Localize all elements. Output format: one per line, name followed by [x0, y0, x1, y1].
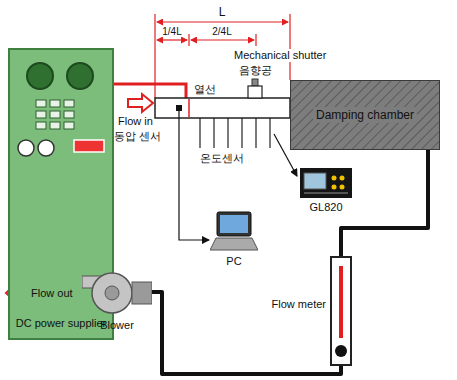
- damping-chamber-box: Damping chamber: [290, 80, 440, 150]
- blower-icon: [82, 268, 152, 316]
- annotation-label: L: [219, 5, 226, 19]
- annotation-label: Flow out: [31, 287, 73, 300]
- pipe-connector: [341, 150, 428, 256]
- node-label: GL820: [309, 201, 342, 214]
- node-label: PC: [226, 255, 241, 268]
- logger-face: [300, 168, 352, 198]
- annotation-label: 열선: [194, 83, 216, 96]
- data-logger: GL820: [300, 168, 352, 198]
- flow-meter: Flow meter: [330, 256, 352, 366]
- laptop-icon: [210, 210, 258, 252]
- annotation-label: 1/4L: [162, 26, 181, 38]
- node-label: Damping chamber: [313, 107, 417, 123]
- annotation-label: 2/4L: [212, 26, 231, 38]
- annotation-label: 동압 센서: [114, 130, 161, 143]
- node-label: Flow meter: [272, 298, 326, 311]
- node-label: DC power supplier: [16, 317, 106, 330]
- node-label: Blower: [100, 319, 134, 332]
- laptop-pc: PC: [210, 210, 258, 252]
- blower: Blower: [82, 268, 152, 316]
- flow-meter-tube: [332, 258, 350, 364]
- annotation-label: Flow in: [118, 115, 153, 128]
- pipe-connector: [152, 292, 341, 374]
- annotation-label: Mechanical shutter: [232, 49, 328, 62]
- annotation-label: 음향공: [239, 64, 272, 77]
- annotation-label: 온도센서: [200, 152, 244, 165]
